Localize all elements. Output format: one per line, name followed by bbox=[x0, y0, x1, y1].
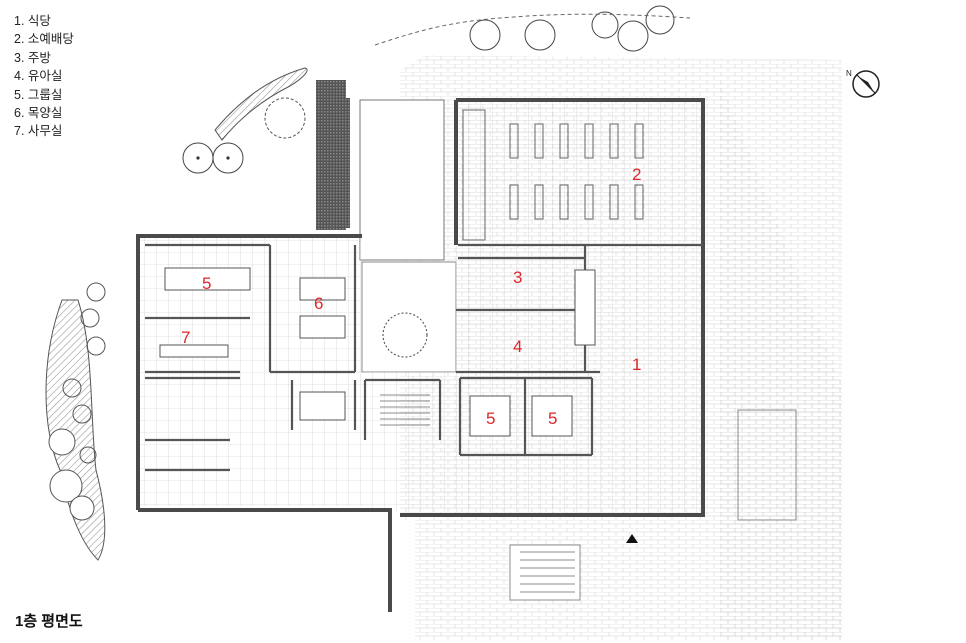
legend-item-pastor-office: 6. 목양실 bbox=[14, 106, 63, 121]
furniture-tables bbox=[159, 267, 596, 437]
room-label-5-c: 5 bbox=[548, 409, 557, 428]
courtyard-upper bbox=[359, 99, 445, 261]
courtyard-lower bbox=[361, 261, 457, 373]
interior-walls bbox=[145, 243, 703, 472]
room-label-4: 4 bbox=[513, 337, 522, 356]
site-planter bbox=[737, 409, 797, 521]
compass-north-arrow: N bbox=[846, 69, 880, 98]
landscape-top bbox=[182, 5, 691, 174]
room-label-5-b: 5 bbox=[486, 409, 495, 428]
legend-item-dining: 1. 식당 bbox=[14, 14, 51, 28]
legend-item-chapel: 2. 소예배당 bbox=[14, 32, 74, 47]
legend-item-office: 7. 사무실 bbox=[14, 124, 63, 139]
room-label-6: 6 bbox=[314, 294, 323, 313]
room-label-5-a: 5 bbox=[202, 274, 211, 293]
room-number-labels: 1 2 3 4 5 5 5 6 7 bbox=[181, 165, 641, 428]
svg-text:N: N bbox=[846, 69, 852, 78]
legend-item-group-room: 5. 그룹실 bbox=[14, 87, 63, 102]
room-label-1: 1 bbox=[632, 355, 641, 374]
room-legend: 1. 식당 2. 소예배당 3. 주방 4. 유아실 5. 그룹실 6. 목양실… bbox=[14, 12, 74, 141]
chapel-pews bbox=[462, 109, 644, 241]
plan-title: 1층 평면도 bbox=[15, 613, 83, 630]
lower-exterior-stair bbox=[509, 544, 581, 601]
legend-item-kitchen: 3. 주방 bbox=[14, 50, 51, 65]
stair-core bbox=[380, 394, 430, 426]
landscape-left bbox=[45, 282, 106, 561]
room-label-2: 2 bbox=[632, 165, 641, 184]
exterior-walls bbox=[136, 98, 705, 612]
legend-item-nursery: 4. 유아실 bbox=[14, 69, 63, 84]
entrance-triangle bbox=[626, 534, 638, 543]
room-label-7: 7 bbox=[181, 328, 190, 347]
room-label-3: 3 bbox=[513, 268, 522, 287]
